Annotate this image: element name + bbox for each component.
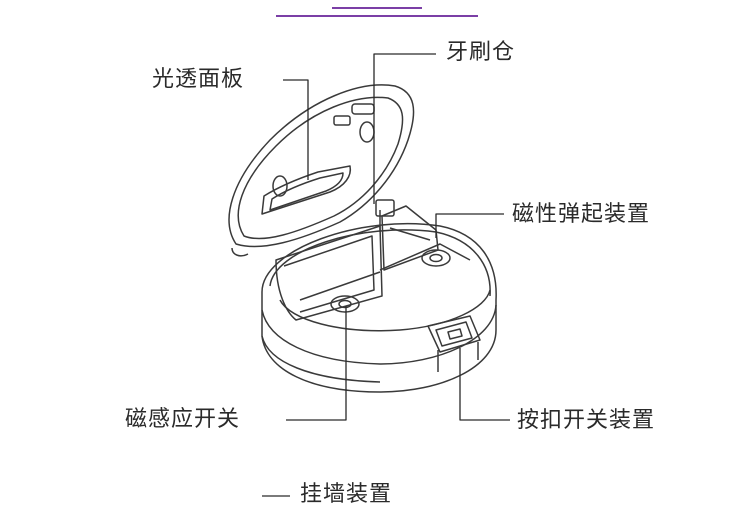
label-light-panel: 光透面板 [152, 67, 245, 92]
leader-magnet-popup [435, 213, 504, 238]
leader-brush [373, 53, 436, 204]
label-brush-compartment: 牙刷仓 [446, 40, 516, 65]
label-button-switch: 按扣开关装置 [517, 408, 656, 433]
base [261, 199, 497, 393]
label-magnetic-switch: 磁感应开关 [125, 407, 241, 432]
label-mount: 挂墙装置 [300, 482, 393, 507]
leader-button [459, 348, 510, 421]
leader-lines [262, 53, 510, 497]
leader-magnet-switch [286, 306, 347, 421]
label-magnetic-popup: 磁性弹起装置 [512, 202, 651, 227]
leader-light-panel [283, 79, 309, 180]
